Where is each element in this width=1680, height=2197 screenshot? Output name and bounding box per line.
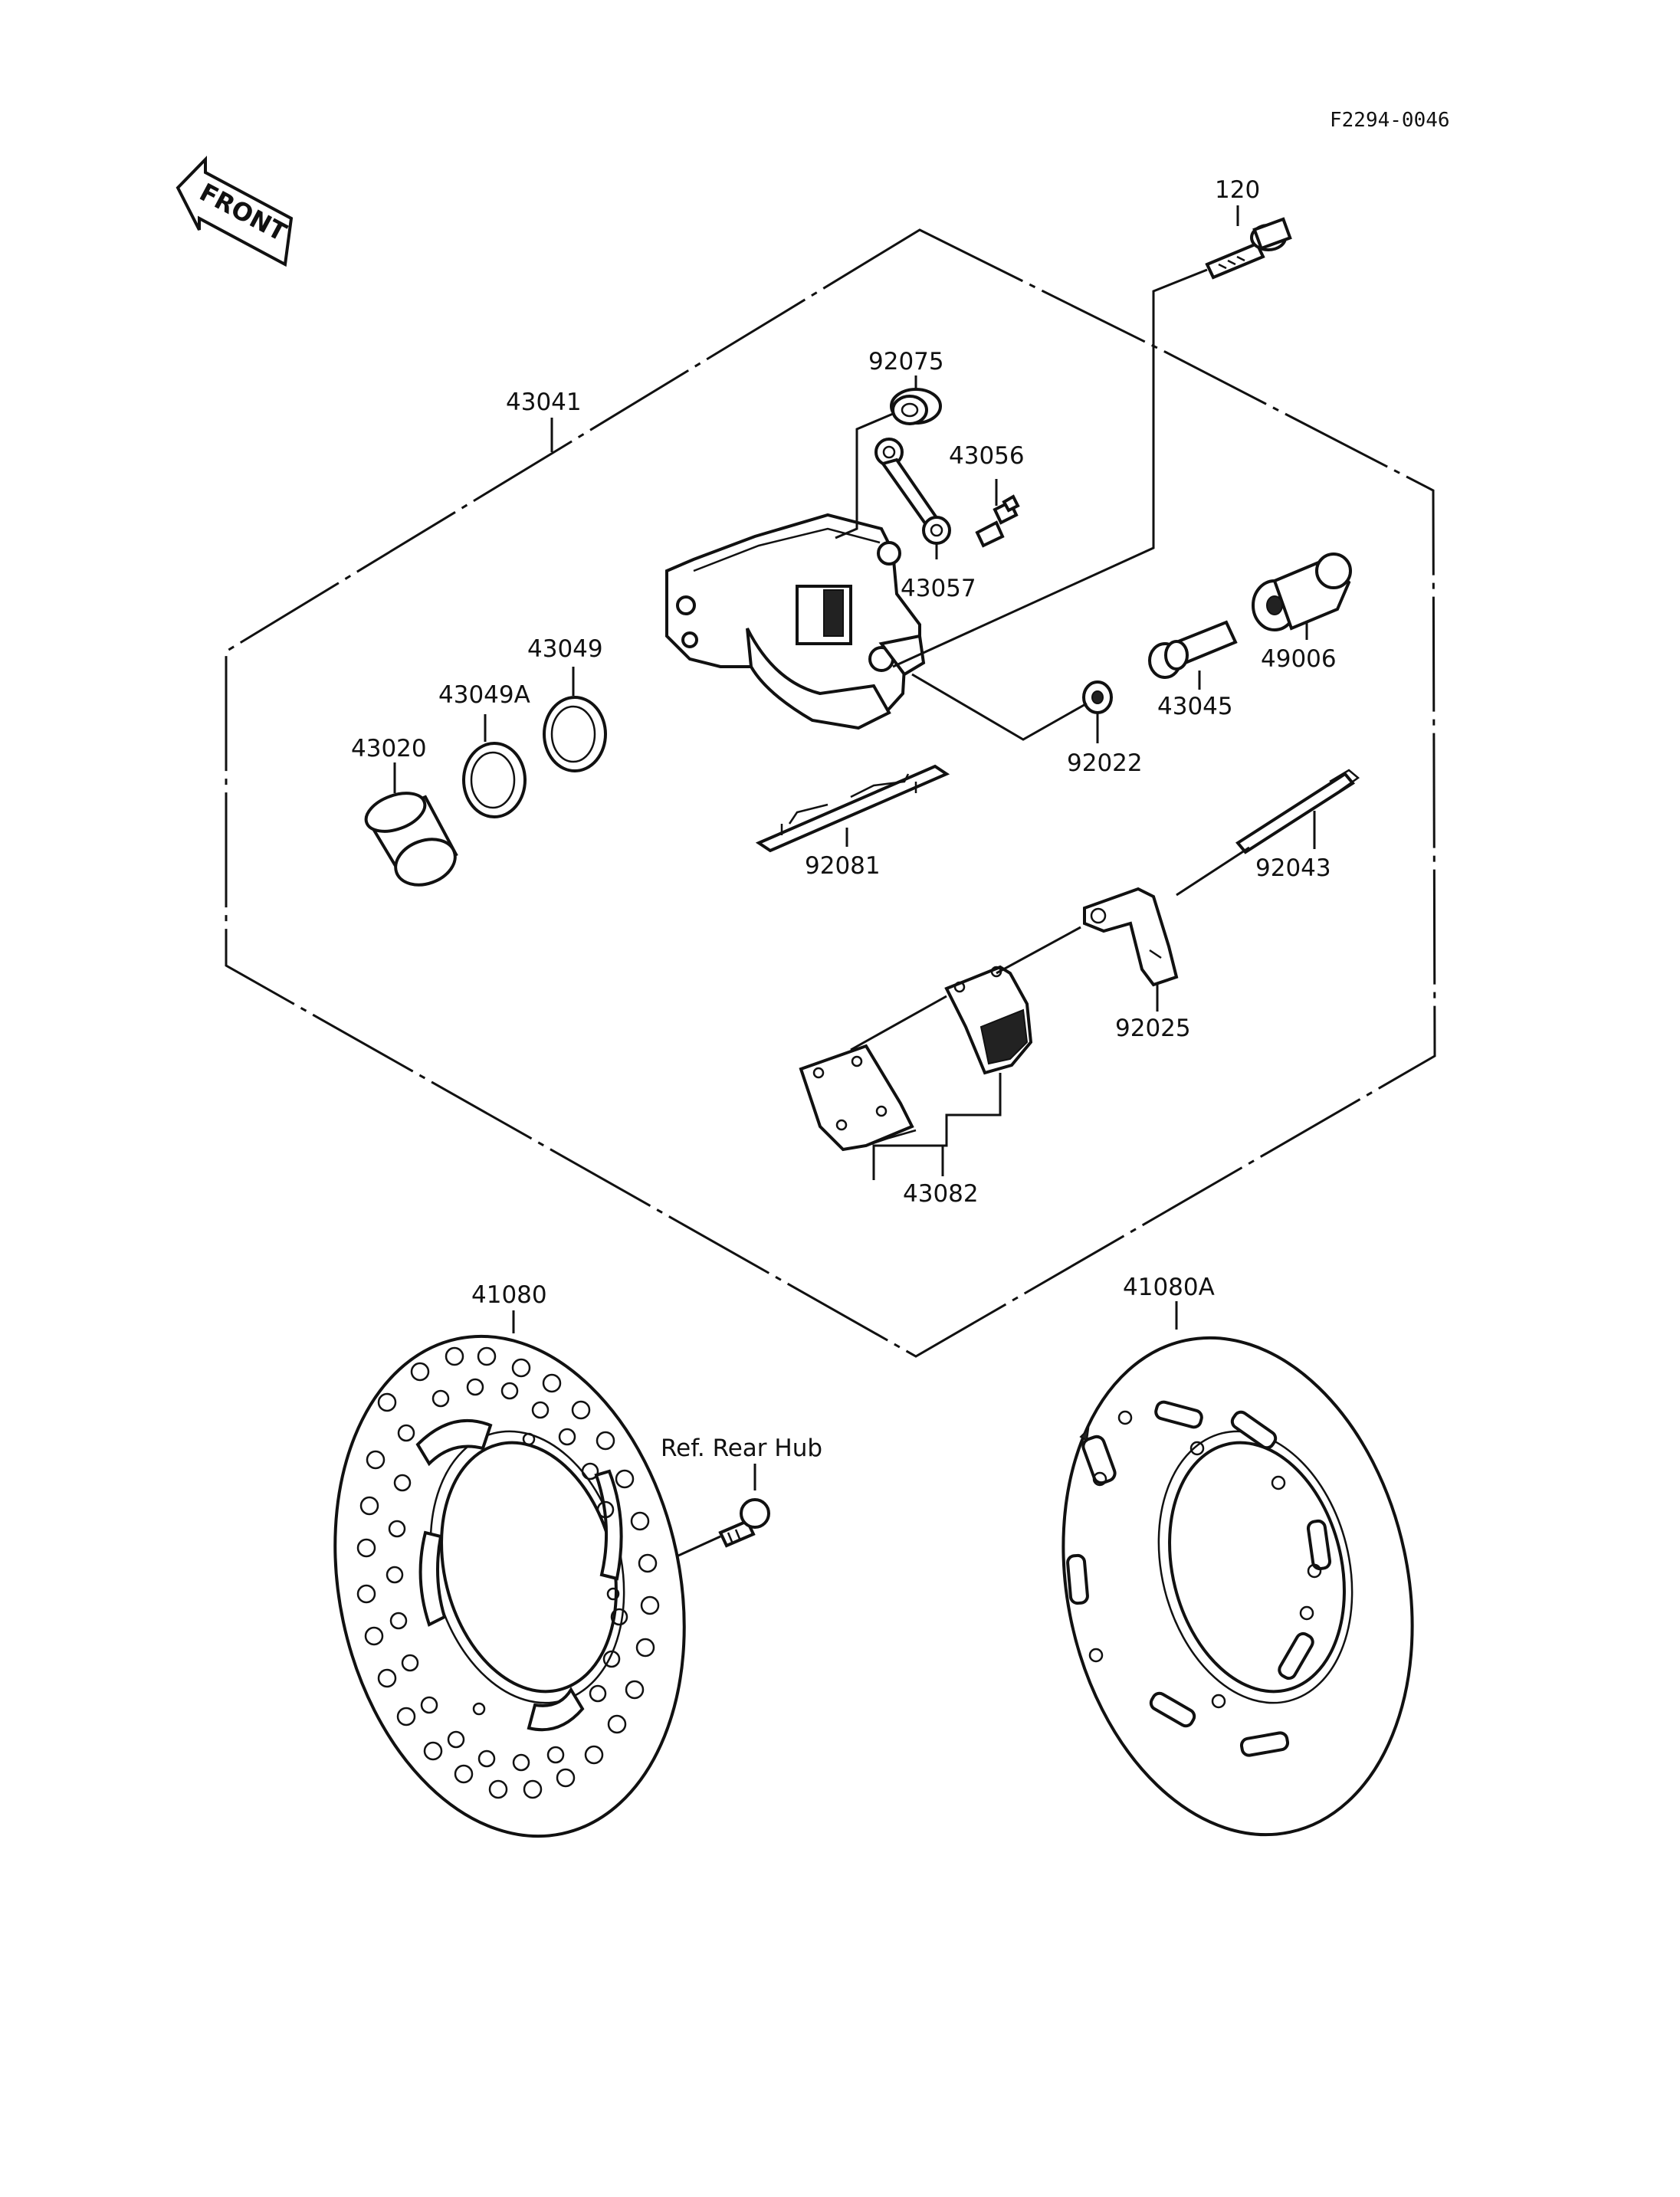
seal-43049a	[462, 742, 527, 818]
brake-line-43057	[874, 438, 951, 545]
label-92022: 92022	[1067, 749, 1143, 777]
label-43082: 43082	[903, 1180, 979, 1208]
bleeder-cap-92075	[890, 388, 942, 425]
label-120: 120	[1215, 176, 1260, 204]
washer-92022	[1082, 680, 1113, 714]
label-41080a: 41080A	[1123, 1274, 1215, 1301]
pad-spring-92025	[1083, 887, 1179, 987]
bolt-120	[1205, 217, 1292, 280]
label-43049a: 43049A	[438, 681, 530, 709]
pin-43045	[1148, 620, 1238, 679]
label-ref-rear-hub: Ref. Rear Hub	[661, 1435, 822, 1462]
label-41080: 41080	[471, 1281, 547, 1309]
label-43020: 43020	[351, 735, 427, 762]
label-49006: 49006	[1261, 645, 1337, 673]
label-43057: 43057	[901, 575, 976, 602]
label-92043: 92043	[1255, 854, 1331, 882]
brake-disc-41080a	[1061, 1336, 1414, 1837]
seal-43049	[543, 696, 607, 772]
front-arrow-icon: FRONT	[176, 156, 294, 267]
label-43045: 43045	[1157, 693, 1233, 720]
label-43049: 43049	[527, 635, 603, 663]
callout-labels: 120 92075 43041 43056 43057 43049 43049A…	[351, 176, 1337, 1462]
spring-92081	[755, 764, 950, 853]
brake-pad-inner	[944, 965, 1033, 1075]
brake-disc-41080	[333, 1334, 686, 1838]
caliper-assembly-boundary	[225, 228, 1436, 1358]
label-43041: 43041	[506, 389, 582, 416]
bleeder-valve-43056	[975, 494, 1020, 548]
piston-43020	[364, 792, 458, 887]
pad-pin-92043	[1235, 769, 1360, 854]
label-92075: 92075	[868, 348, 944, 375]
leader-lines	[393, 205, 1316, 1557]
label-43056: 43056	[949, 442, 1025, 470]
hub-bolt	[718, 1498, 770, 1548]
brake-pad-outer	[799, 1044, 917, 1152]
label-92081: 92081	[805, 852, 881, 880]
figure-code: F2294-0046	[1330, 109, 1450, 132]
caliper-body	[665, 513, 926, 730]
sleeve-49006	[1252, 553, 1352, 631]
label-92025: 92025	[1115, 1015, 1191, 1042]
